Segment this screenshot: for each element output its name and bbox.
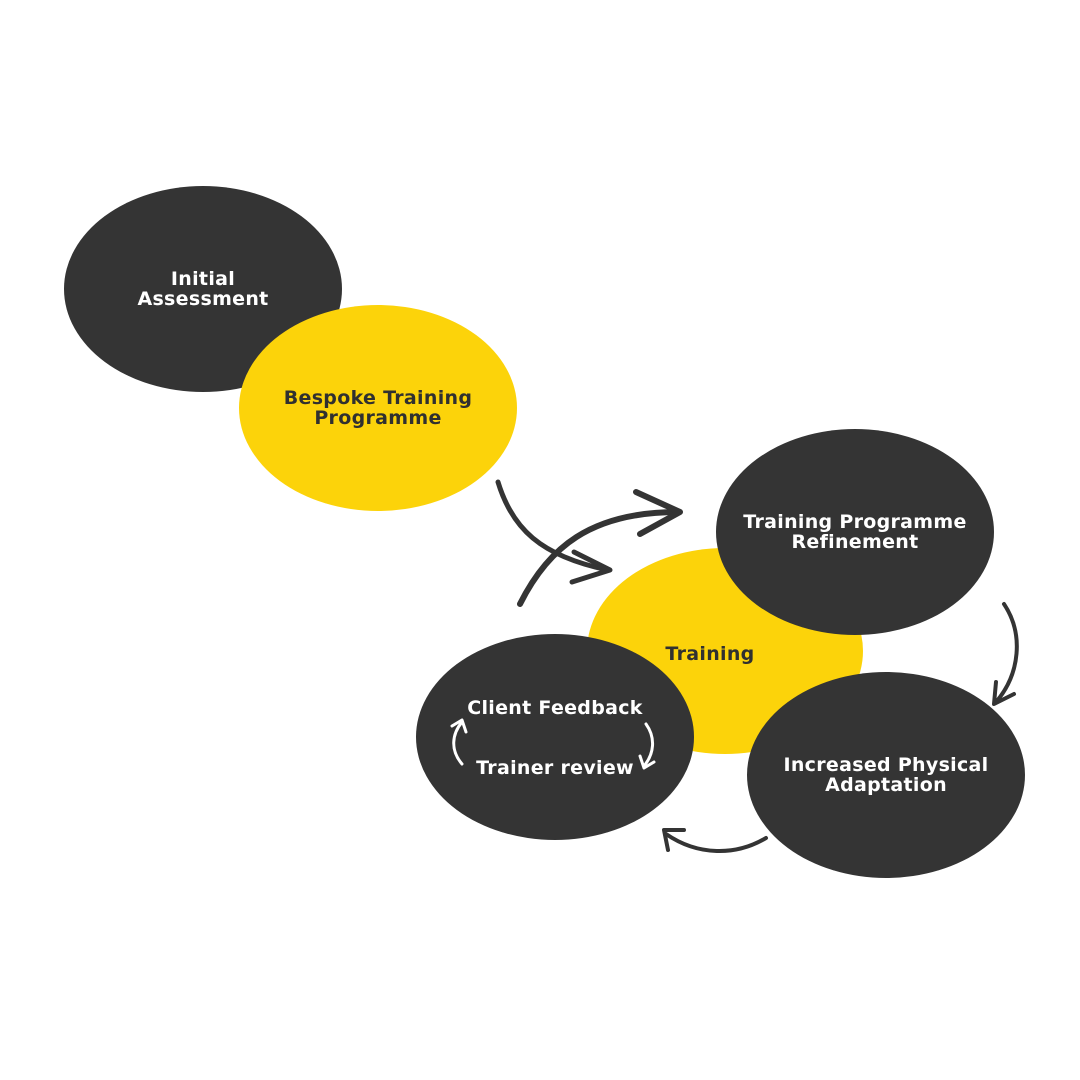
node-label-line: Increased Physical: [783, 754, 989, 776]
arrow-adaptation-to-feedback-icon: [662, 828, 768, 854]
trainer-review-label: Trainer review: [476, 757, 634, 779]
node-client-feedback: Client Feedback Trainer review: [416, 634, 694, 840]
node-label-line: Assessment: [137, 288, 269, 310]
node-label-line: Refinement: [791, 531, 919, 553]
client-feedback-label: Client Feedback: [467, 697, 643, 719]
node-label-line: Training: [665, 643, 755, 665]
node-label-line: Bespoke Training: [283, 387, 473, 409]
node-bespoke-training-programme: Bespoke Training Programme: [239, 305, 517, 511]
arrow-refinement-to-adaptation-icon: [992, 602, 1019, 706]
node-label-line: Adaptation: [825, 774, 947, 796]
node-initial-assessment: Initial Assessment: [64, 186, 342, 392]
arrow-bespoke-to-training-icon: [495, 479, 613, 585]
node-training-programme-refinement: Training Programme Refinement: [716, 429, 994, 635]
node-label-line: Training Programme: [743, 511, 967, 533]
node-label-line: Initial: [170, 268, 236, 290]
node-label-line: Programme: [314, 407, 442, 429]
node-increased-physical-adaptation: Increased Physical Adaptation: [747, 672, 1025, 878]
